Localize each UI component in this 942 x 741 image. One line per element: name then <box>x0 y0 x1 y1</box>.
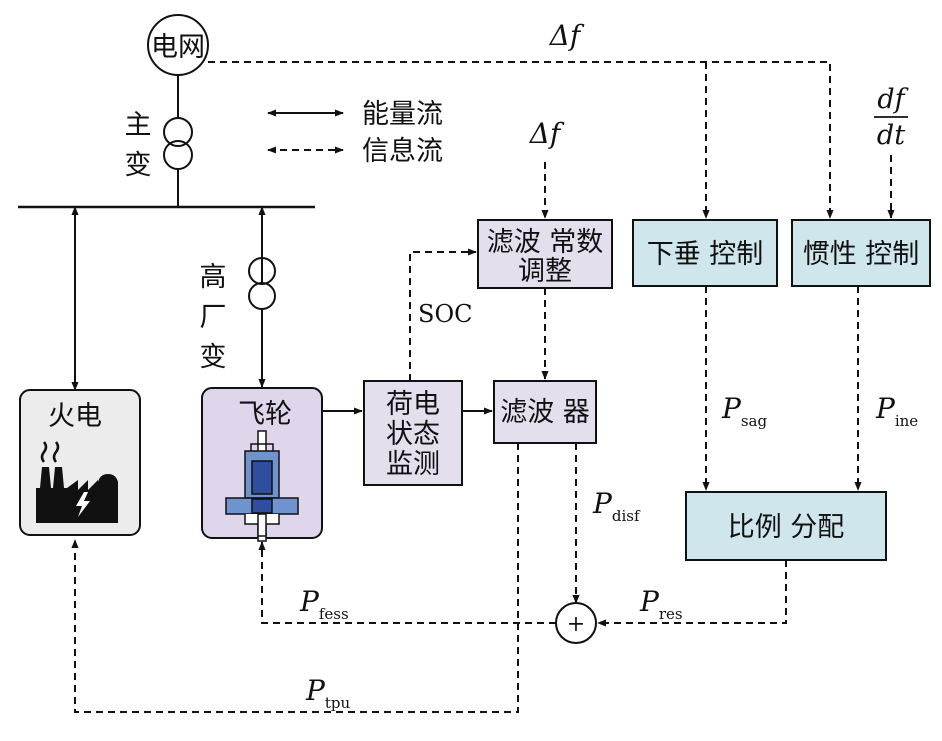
ratio-allocation-block: 比例 分配 <box>685 491 887 561</box>
df-dt-label: df dt <box>874 84 909 151</box>
grid-node: 电网 <box>147 14 209 76</box>
p-fess-label: Pfess <box>299 585 349 623</box>
thermal-block: 火电 <box>19 389 141 536</box>
p-res-label: Pres <box>639 585 683 623</box>
droop-control-label: 下垂 控制 <box>647 239 764 270</box>
soc-monitor-label-3: 监测 <box>386 449 440 480</box>
df-denominator: dt <box>877 120 905 151</box>
filter-adjust-label-1: 滤波 常数 <box>487 227 604 258</box>
filter-label: 滤波 器 <box>500 397 590 428</box>
sum-symbol: + <box>567 612 585 637</box>
filter-to-thermal-arrow <box>71 443 519 713</box>
delta-f-top-label: Δf <box>549 19 585 52</box>
flywheel-block: 飞轮 <box>201 387 323 542</box>
soc-monitor-label-2: 状态 <box>386 419 440 450</box>
delta-f-filter-label: Δf <box>529 117 565 150</box>
df-numerator: df <box>877 84 908 115</box>
p-ine-label: Pine <box>875 392 918 430</box>
grid-delta-f-line <box>208 61 834 219</box>
p-disf-label: Pdisf <box>592 487 641 525</box>
soc-to-filter-adjust-arrow <box>409 248 477 381</box>
legend-info-label: 信息流 <box>362 136 443 167</box>
thermal-label: 火电 <box>48 401 102 432</box>
soc-signal-label: SOC <box>418 300 472 328</box>
p-sag-label: Psag <box>721 392 767 430</box>
droop-control-block: 下垂 控制 <box>632 219 778 287</box>
legend-energy-label: 能量流 <box>362 99 443 130</box>
ratio-to-sum-arrow <box>597 560 787 627</box>
inertia-control-label: 惯性 控制 <box>803 239 920 270</box>
grid-label: 电网 <box>151 32 205 63</box>
factory-icon <box>36 441 118 523</box>
legend: 能量流 信息流 <box>267 99 443 167</box>
soc-monitor-block: 荷电 状态 监测 <box>363 380 463 486</box>
filter-block: 滤波 器 <box>493 380 597 444</box>
soc-monitor-label-1: 荷电 <box>386 389 440 420</box>
ratio-allocation-label: 比例 分配 <box>728 512 845 543</box>
flywheel-label: 飞轮 <box>238 399 292 430</box>
filter-adjust-block: 滤波 常数 调整 <box>477 219 613 289</box>
aux-transformer-label-1: 高 <box>200 262 227 293</box>
main-transformer-icon <box>163 117 193 170</box>
aux-transformer-label-3: 变 <box>200 342 227 373</box>
sum-junction: + <box>555 602 597 644</box>
inertia-control-block: 惯性 控制 <box>791 219 931 287</box>
filter-adjust-label-2: 调整 <box>518 256 572 287</box>
aux-transformer-label-2: 厂 <box>200 302 227 333</box>
main-transformer-label-bottom: 变 <box>125 150 152 181</box>
main-transformer-label-top: 主 <box>125 110 152 141</box>
flywheel-icon <box>225 430 299 542</box>
p-tpu-label: Ptpu <box>305 674 350 712</box>
sum-to-flywheel-arrow <box>258 541 556 624</box>
